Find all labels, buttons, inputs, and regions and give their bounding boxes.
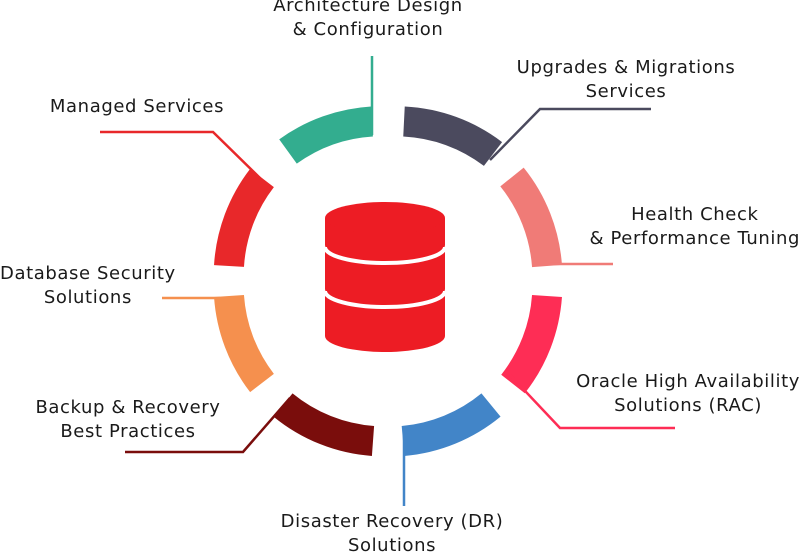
database-icon [323, 202, 447, 352]
label-high-availability: Oracle High Availability Solutions (RAC) [576, 370, 800, 418]
label-disaster-recovery-line-2: Solutions [347, 535, 437, 556]
segment-high-availability [501, 294, 562, 394]
label-architecture-line-2: & Configuration [292, 19, 444, 40]
label-database-security-line-1: Database Security [0, 263, 176, 284]
segment-architecture [279, 106, 374, 164]
label-health-check-line-1: Health Check [631, 204, 759, 225]
ring [214, 106, 562, 456]
label-architecture: Architecture Design & Configuration [273, 0, 462, 42]
label-high-availability-line-2: Solutions (RAC) [614, 395, 762, 416]
segment-health-check [500, 167, 562, 268]
database-lid [325, 202, 445, 234]
segment-upgrades [402, 106, 503, 167]
label-database-security-line-2: Solutions [43, 287, 132, 308]
label-database-security: Database Security Solutions [0, 262, 176, 310]
label-backup-recovery-line-2: Best Practices [60, 421, 196, 442]
database-middle-tier [325, 252, 445, 305]
label-high-availability-line-1: Oracle High Availability [576, 371, 800, 392]
leader-high-availability [509, 374, 675, 430]
segment-backup-recovery [273, 393, 375, 456]
database-bottom-tier [325, 295, 445, 352]
database-band-1 [323, 246, 447, 265]
label-disaster-recovery: Disaster Recovery (DR) Solutions [281, 510, 504, 558]
label-backup-recovery: Backup & Recovery Best Practices [35, 396, 220, 444]
label-upgrades: Upgrades & Migrations Services [517, 56, 736, 104]
label-upgrades-line-1: Upgrades & Migrations [516, 57, 736, 78]
leader-lines [100, 56, 675, 506]
leader-backup-recovery [125, 397, 291, 454]
segment-database-security [214, 294, 275, 393]
leader-upgrades [489, 107, 651, 161]
label-architecture-line-1: Architecture Design [273, 0, 463, 16]
segment-disaster-recovery [401, 393, 501, 456]
label-backup-recovery-line-1: Backup & Recovery [35, 397, 221, 418]
leader-managed-services [100, 130, 263, 181]
label-health-check-line-2: & Performance Tuning [589, 228, 800, 249]
segment-managed-services [214, 168, 275, 268]
label-managed-services-line-1: Managed Services [49, 96, 225, 117]
label-upgrades-line-2: Services [585, 81, 667, 102]
label-health-check: Health Check & Performance Tuning [590, 203, 800, 251]
label-managed-services: Managed Services [50, 95, 224, 119]
database-band-2 [323, 290, 447, 309]
label-disaster-recovery-line-1: Disaster Recovery (DR) [280, 511, 504, 532]
